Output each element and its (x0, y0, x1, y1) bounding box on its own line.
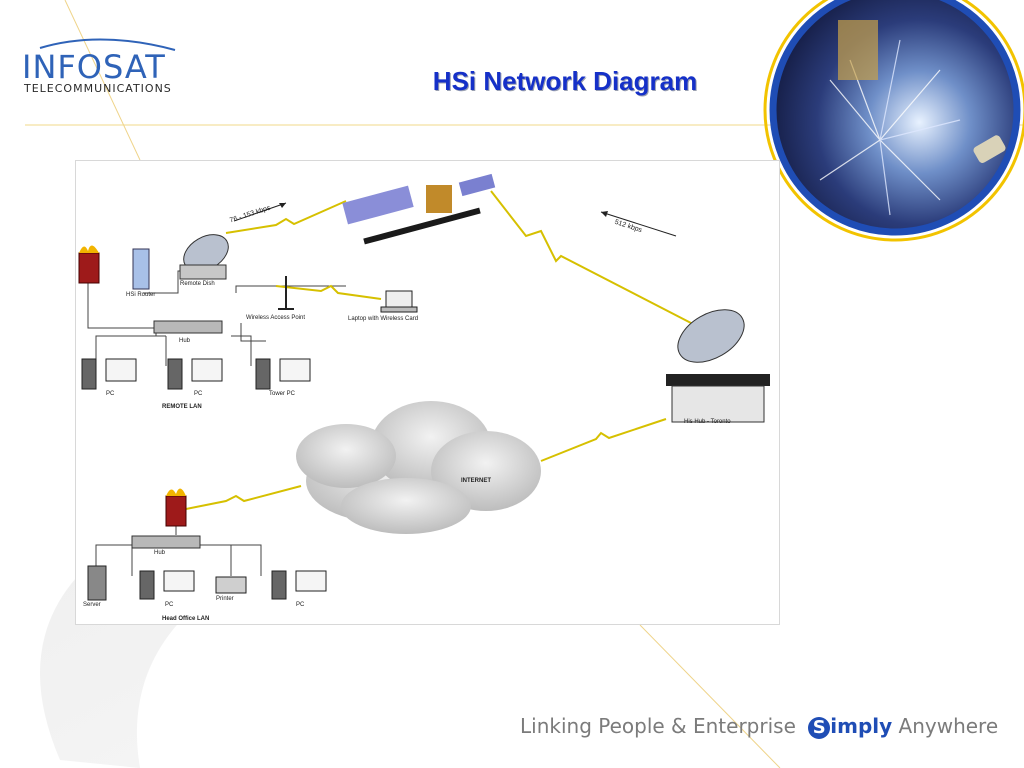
pc-icon (81, 358, 137, 390)
laptop-icon (380, 290, 418, 313)
label-pc: PC (106, 391, 115, 397)
uplink-arrow (233, 202, 287, 222)
remote-dish-icon (179, 234, 229, 280)
label-internet: INTERNET (461, 478, 491, 484)
wireless-links (175, 190, 692, 512)
remote-hub-icon (153, 320, 223, 334)
decor-line (64, 0, 141, 161)
pc-icon (167, 358, 223, 390)
decor-line (639, 624, 781, 768)
tower-pc-icon (255, 358, 311, 390)
logo-orbit-arc (39, 38, 176, 51)
printer-icon (215, 576, 247, 594)
label-remote-dish: Remote Dish (180, 281, 215, 287)
uplink-arrowhead (279, 203, 286, 208)
label-tower-pc: Tower PC (269, 391, 296, 397)
label-hsi-router: HSi Router (126, 292, 156, 298)
label-remote-hub: Hub (179, 338, 191, 344)
connector-graphic (973, 135, 1006, 163)
router-icon (132, 248, 150, 290)
label-server: Server (83, 602, 101, 608)
label-office-hub: Hub (154, 550, 166, 556)
firewall-icon (78, 245, 100, 284)
hub-building-icon (666, 309, 770, 423)
tagline-part1: Linking People & Enterprise (520, 714, 796, 738)
label-pc: PC (194, 391, 203, 397)
fiber-optic-photo (769, 0, 1021, 236)
wired-links (87, 266, 346, 576)
diagram-graphics (78, 173, 770, 601)
label-head-office-lan: Head Office LAN (162, 616, 210, 622)
photo-ring (763, 0, 1024, 242)
tagline-simply: imply (830, 714, 893, 738)
label-pc: PC (165, 602, 174, 608)
network-diagram: HSi Router Remote Dish Hub Wireless Acce… (75, 160, 780, 625)
label-remote-lan: REMOTE LAN (162, 404, 202, 410)
pc-icon (271, 570, 327, 600)
chip-graphic (838, 20, 878, 80)
label-his-hub: His Hub - Toronto (684, 419, 731, 425)
server-icon (87, 565, 107, 601)
simply-s-badge: S (808, 717, 831, 739)
satellite-icon (342, 173, 496, 245)
company-logo-subtitle: TELECOMMUNICATIONS (24, 82, 172, 95)
label-laptop: Laptop with Wireless Card (348, 316, 419, 322)
tagline-part2: Anywhere (898, 714, 999, 738)
firewall-icon (165, 488, 187, 527)
pc-icon (139, 570, 195, 600)
office-hub-icon (131, 535, 201, 549)
company-logo: INFOSAT (22, 48, 166, 86)
slide-title: HSi Network Diagram (432, 66, 698, 96)
label-printer: Printer (216, 596, 234, 602)
downlink-arrow (600, 211, 677, 237)
internet-cloud (296, 401, 541, 534)
label-pc: PC (296, 602, 305, 608)
downlink-arrowhead (601, 211, 608, 217)
antenna-icon (278, 276, 294, 310)
label-wireless-access-point: Wireless Access Point (246, 315, 306, 321)
